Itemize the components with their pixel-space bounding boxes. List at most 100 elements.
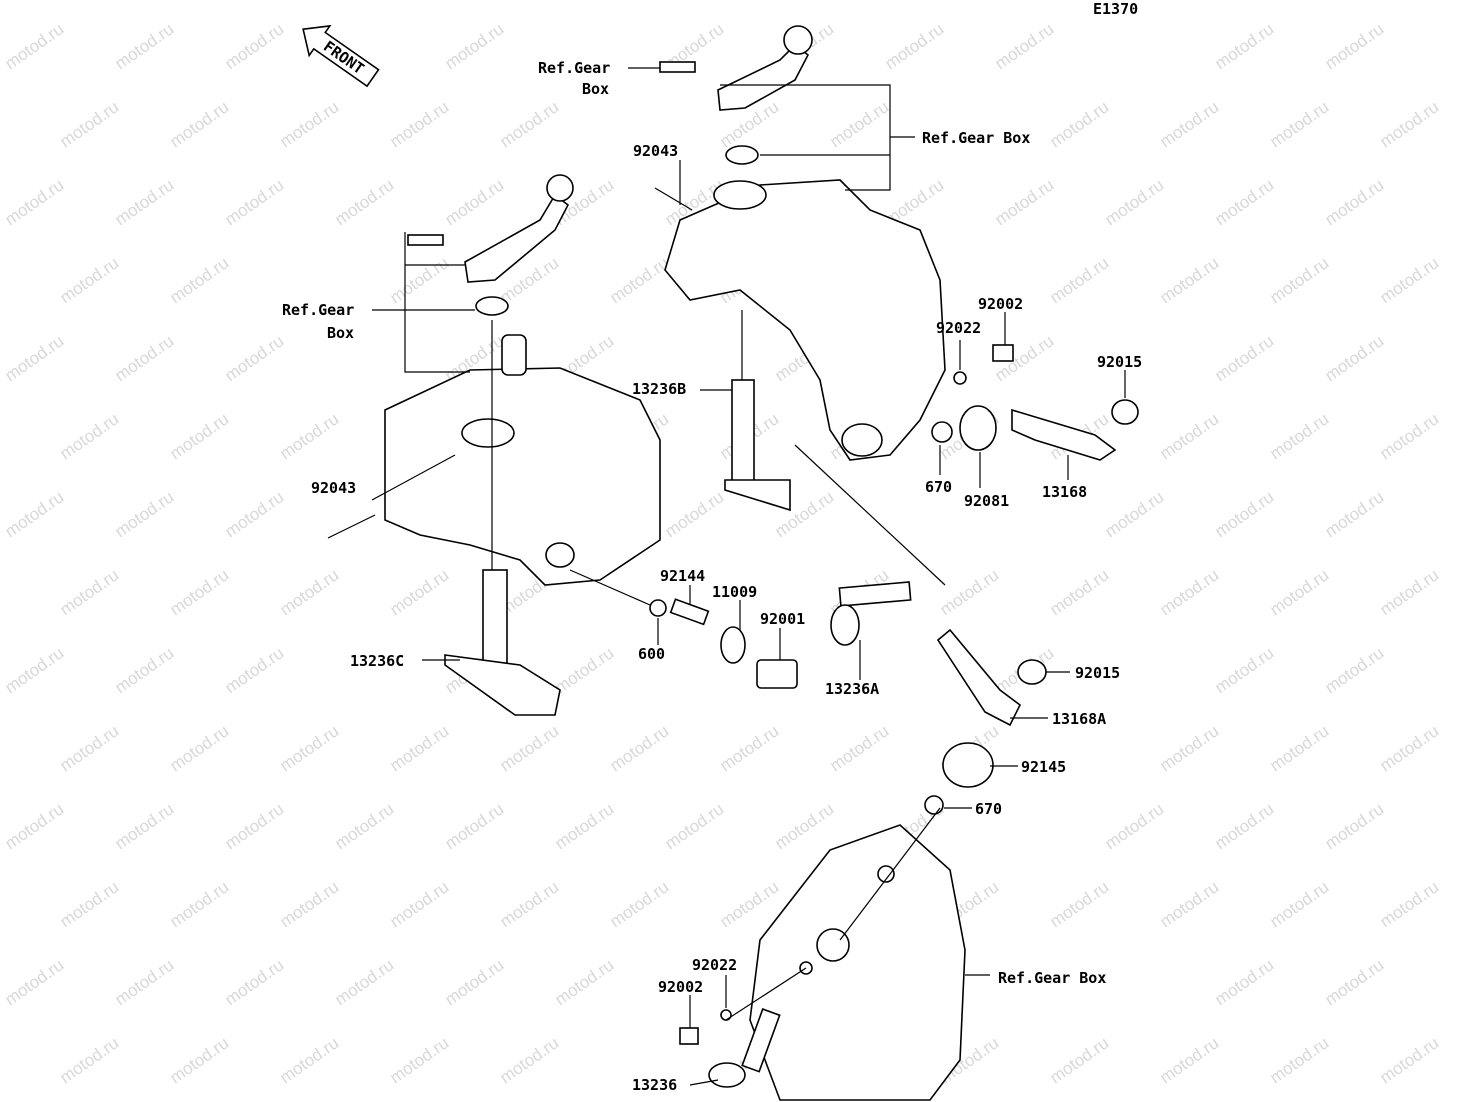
watermark-text: motod.ru bbox=[881, 19, 947, 73]
watermark-text: motod.ru bbox=[276, 1033, 342, 1087]
watermark-text: motod.ru bbox=[496, 97, 562, 151]
watermark-text: motod.ru bbox=[111, 643, 177, 697]
watermark-text: motod.ru bbox=[1321, 487, 1387, 541]
watermark-text: motod.ru bbox=[1101, 175, 1167, 229]
watermark-text: motod.ru bbox=[1321, 955, 1387, 1009]
shift-lever-top bbox=[659, 25, 813, 111]
watermark-text: motod.ru bbox=[1211, 643, 1277, 697]
watermark-text: motod.ru bbox=[936, 565, 1002, 619]
watermark-text: motod.ru bbox=[166, 409, 232, 463]
watermark-text: motod.ru bbox=[221, 331, 287, 385]
label-layer: Ref.Gear Box Ref.Gear Box Ref.Gear Box R… bbox=[282, 59, 1142, 1094]
watermark-text: motod.ru bbox=[1211, 19, 1277, 73]
watermark-text: motod.ru bbox=[441, 175, 507, 229]
lever-13168 bbox=[1011, 408, 1117, 461]
watermark-text: motod.ru bbox=[771, 799, 837, 853]
left-gear-box-housing bbox=[384, 334, 661, 586]
watermark-text: motod.ru bbox=[1211, 955, 1277, 1009]
watermark-text: motod.ru bbox=[496, 877, 562, 931]
label-11009: 11009 bbox=[712, 583, 757, 601]
watermark-text: motod.ru bbox=[221, 955, 287, 1009]
watermark-text: motod.ru bbox=[606, 721, 672, 775]
watermark-text: motod.ru bbox=[331, 175, 397, 229]
watermark-text: motod.ru bbox=[1, 487, 67, 541]
watermark-text: motod.ru bbox=[1321, 799, 1387, 853]
watermark-text: motod.ru bbox=[56, 877, 122, 931]
bottom-gear-box-cover bbox=[749, 824, 966, 1101]
watermark-text: motod.ru bbox=[661, 487, 727, 541]
watermark-text: motod.ru bbox=[166, 97, 232, 151]
label-13236C: 13236C bbox=[350, 652, 404, 670]
watermark-text: motod.ru bbox=[1211, 799, 1277, 853]
watermark-text: motod.ru bbox=[166, 565, 232, 619]
label-13236B: 13236B bbox=[632, 380, 686, 398]
circlip-670-bottom bbox=[924, 795, 944, 815]
watermark-text: motod.ru bbox=[276, 409, 342, 463]
watermark-text: motod.ru bbox=[1, 331, 67, 385]
watermark-text: motod.ru bbox=[1, 955, 67, 1009]
watermark-text: motod.ru bbox=[1156, 97, 1222, 151]
watermark-text: motod.ru bbox=[331, 955, 397, 1009]
watermark-text: motod.ru bbox=[1156, 253, 1222, 307]
watermark-text: motod.ru bbox=[1211, 487, 1277, 541]
watermark-text: motod.ru bbox=[716, 721, 782, 775]
label-92015-mid: 92015 bbox=[1075, 664, 1120, 682]
label-92015-top: 92015 bbox=[1097, 353, 1142, 371]
watermark-text: motod.ru bbox=[1321, 175, 1387, 229]
label-92002-bottom: 92002 bbox=[658, 978, 703, 996]
watermark-text: motod.ru bbox=[826, 97, 892, 151]
label-13168A: 13168A bbox=[1052, 710, 1106, 728]
watermark-text: motod.ru bbox=[551, 643, 617, 697]
watermark-text: motod.ru bbox=[331, 799, 397, 853]
label-ref-gear-box-top-line2: Box bbox=[582, 80, 609, 98]
watermark-text: motod.ru bbox=[1, 799, 67, 853]
watermark-text: motod.ru bbox=[1376, 1033, 1442, 1087]
watermark-text: motod.ru bbox=[111, 487, 177, 541]
nut-92015-top bbox=[1111, 399, 1139, 425]
circlip-670-top bbox=[931, 421, 953, 443]
watermark-text: motod.ru bbox=[221, 487, 287, 541]
watermark-text: motod.ru bbox=[661, 799, 727, 853]
spring-92145 bbox=[942, 742, 994, 788]
watermark-text: motod.ru bbox=[1376, 565, 1442, 619]
front-arrow-icon: FRONT bbox=[302, 24, 380, 88]
label-13236: 13236 bbox=[632, 1076, 677, 1094]
watermark-text: motod.ru bbox=[56, 97, 122, 151]
label-ref-gear-box-right: Ref.Gear Box bbox=[922, 129, 1030, 147]
watermark-text: motod.ru bbox=[1266, 721, 1332, 775]
watermark-text: motod.ru bbox=[386, 877, 452, 931]
label-92145: 92145 bbox=[1021, 758, 1066, 776]
watermark-text: motod.ru bbox=[1211, 331, 1277, 385]
label-ref-gear-box-top: Ref.Gear bbox=[538, 59, 610, 77]
watermark-text: motod.ru bbox=[1321, 643, 1387, 697]
watermark-text: motod.ru bbox=[496, 1033, 562, 1087]
watermark-text: motod.ru bbox=[111, 175, 177, 229]
watermark-text: motod.ru bbox=[386, 1033, 452, 1087]
watermark-text: motod.ru bbox=[1266, 565, 1332, 619]
watermark-text: motod.ru bbox=[111, 19, 177, 73]
label-92001: 92001 bbox=[760, 610, 805, 628]
label-670-top: 670 bbox=[925, 478, 952, 496]
watermark-text: motod.ru bbox=[1101, 487, 1167, 541]
shaft-13236 bbox=[708, 1008, 781, 1088]
ball-600 bbox=[649, 599, 667, 617]
bolt-92002-bottom bbox=[679, 1027, 699, 1045]
label-92144: 92144 bbox=[660, 567, 705, 585]
label-92002-top: 92002 bbox=[978, 295, 1023, 313]
lever-13168A bbox=[936, 628, 1022, 727]
watermark-text: motod.ru bbox=[441, 19, 507, 73]
watermark-text: motod.ru bbox=[111, 799, 177, 853]
shift-shaft-13236B bbox=[724, 379, 791, 512]
watermark-text: motod.ru bbox=[56, 253, 122, 307]
nut-92015-mid bbox=[1017, 659, 1047, 685]
watermark-text: motod.ru bbox=[551, 799, 617, 853]
bolt-92002-top bbox=[992, 344, 1014, 362]
watermark-text: motod.ru bbox=[1376, 877, 1442, 931]
watermark-text: motod.ru bbox=[496, 721, 562, 775]
watermark-text: motod.ru bbox=[166, 253, 232, 307]
watermark-text: motod.ru bbox=[1046, 253, 1112, 307]
watermark-text: motod.ru bbox=[1266, 1033, 1332, 1087]
watermark-text: motod.ru bbox=[276, 721, 342, 775]
